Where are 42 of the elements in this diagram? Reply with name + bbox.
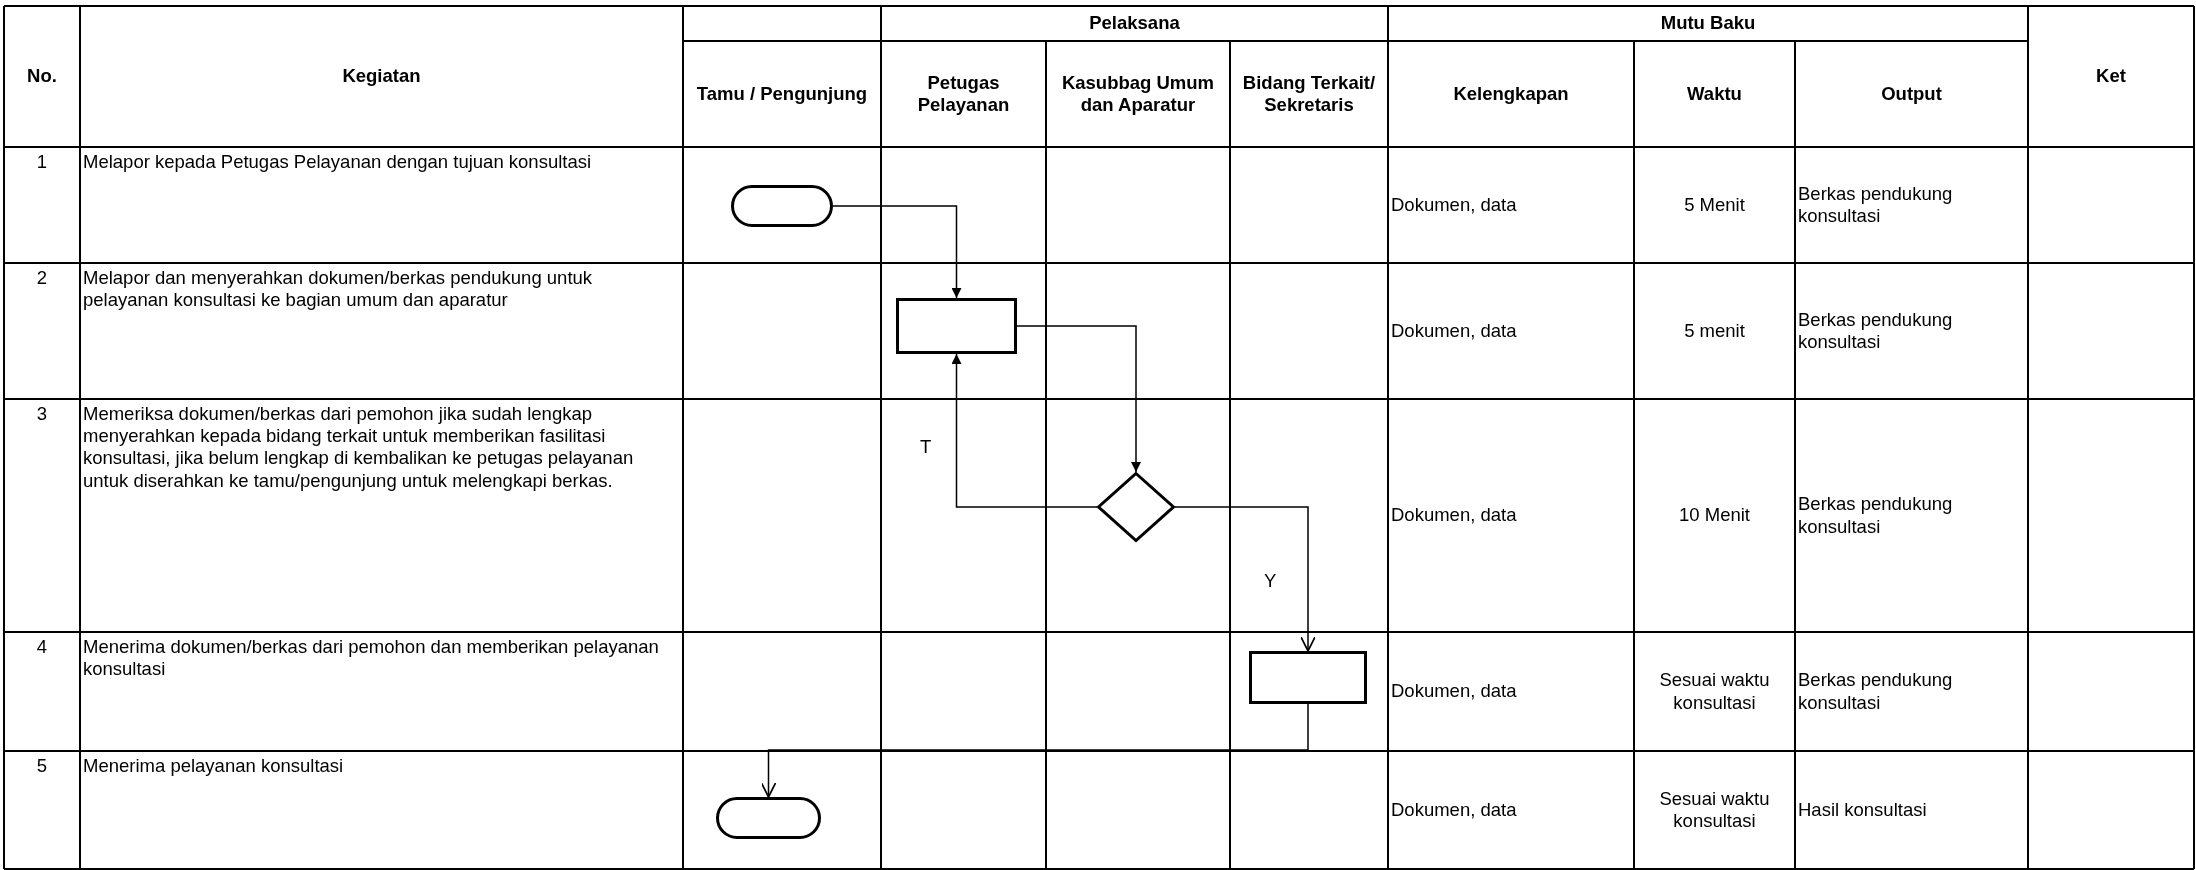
column-header: Ket <box>2096 65 2126 88</box>
activity-text: Memeriksa dokumen/berkas dari pemohon jika sudah lengkap menyerahkan kepada bidang terkait untuk memberikan fasilitasi konsultasi, jika belum lengkap di kembalikan ke petugas pelayanan untuk diserahkan ke tamu/pengunjung untuk melengkapi berkas. <box>83 403 635 492</box>
column-header: Pelaksana <box>1089 12 1180 35</box>
column-header: No. <box>27 65 57 88</box>
column-header: Tamu / Pengunjung <box>696 82 868 106</box>
table-cell-text: Sesuai waktu konsultasi <box>1658 669 1771 714</box>
activity-text: Menerima dokumen/berkas dari pemohon dan memberikan pelayanan konsultasi <box>83 636 660 681</box>
table-cell-text: Dokumen, data <box>1391 798 1517 822</box>
table-cell-text: 10 Menit <box>1679 504 1750 527</box>
activity-text: Melapor dan menyerahkan dokumen/berkas pendukung untuk pelayanan konsultasi ke bagian umum dan aparatur <box>83 267 594 312</box>
table-cell-text: Dokumen, data <box>1391 319 1517 343</box>
activity-text: Melapor kepada Petugas Pelayanan dengan tujuan konsultasi <box>83 151 592 174</box>
table-cell-text: Berkas pendukung konsultasi <box>1798 308 1954 354</box>
row-number: 2 <box>36 267 48 290</box>
column-header: Kasubbag Umum dan Aparatur <box>1060 71 1216 117</box>
table-cell-text: Berkas pendukung konsultasi <box>1798 669 1954 714</box>
table-cell-text: Sesuai waktu konsultasi <box>1658 787 1771 833</box>
table-cell-text: 5 menit <box>1684 319 1745 343</box>
column-header: Kegiatan <box>342 65 421 88</box>
table-cell-text: Hasil konsultasi <box>1798 798 1927 822</box>
activity-text: Menerima pelayanan konsultasi <box>83 755 344 778</box>
table-cell-text: 5 Menit <box>1684 193 1745 217</box>
table-cell-text: Dokumen, data <box>1391 504 1517 527</box>
arrow <box>1016 325 1141 473</box>
arrow <box>832 205 962 299</box>
row-number: 4 <box>36 636 48 659</box>
column-header: Bidang Terkait/ Sekretaris <box>1241 71 1377 117</box>
column-header: Waktu <box>1687 82 1742 106</box>
table-cell-text: Berkas pendukung konsultasi <box>1798 182 1954 228</box>
row-number: 3 <box>36 403 48 426</box>
column-header: Kelengkapan <box>1453 82 1569 106</box>
column-header: Output <box>1881 82 1942 106</box>
arrow <box>760 703 1309 798</box>
table-cell-text: Dokumen, data <box>1391 680 1517 703</box>
row-number: 5 <box>36 755 48 778</box>
arrow <box>951 353 1098 508</box>
arrow <box>1174 506 1316 652</box>
table-cell-text: Dokumen, data <box>1391 193 1517 217</box>
row-number: 1 <box>36 151 48 174</box>
table-cell-text: Berkas pendukung konsultasi <box>1798 493 1954 538</box>
column-header: Petugas Pelayanan <box>916 71 1011 117</box>
column-header: Mutu Baku <box>1660 12 1756 35</box>
